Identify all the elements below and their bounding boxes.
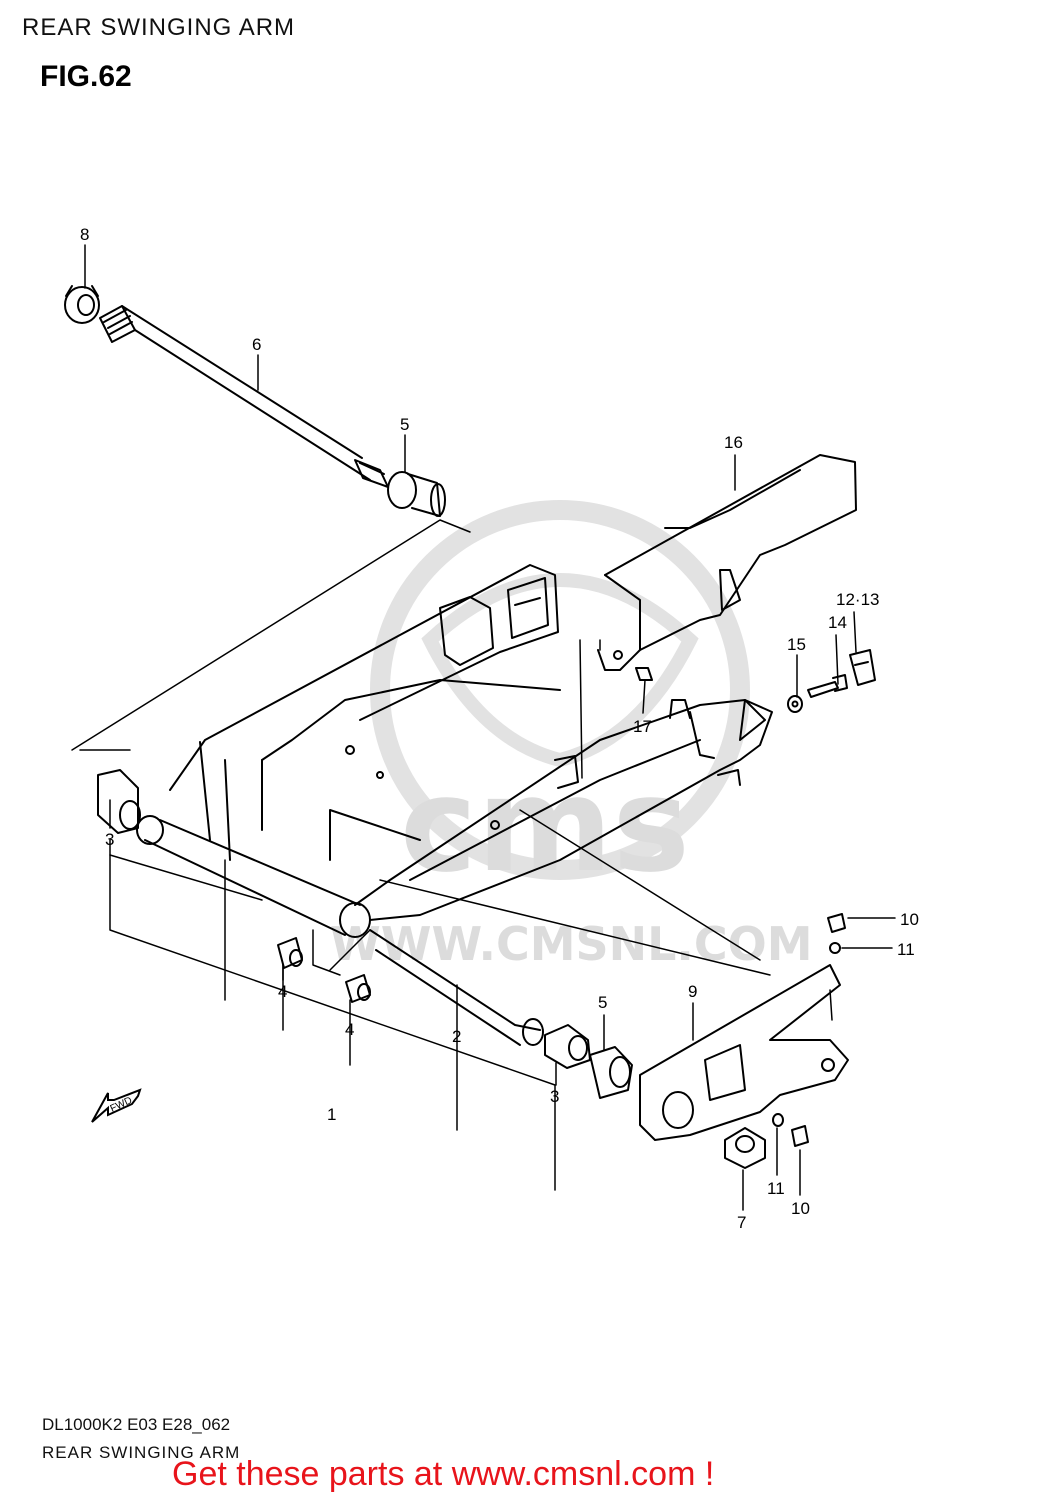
callouts: 8 6 5 16 12·13 14 15 17 3 10 11 9 4 4 2 … bbox=[80, 225, 919, 1232]
callout-6: 6 bbox=[252, 335, 261, 354]
washer-part-15 bbox=[787, 695, 803, 713]
chain-case-part-16 bbox=[597, 454, 857, 671]
spacer-part-5-bottom bbox=[589, 1046, 633, 1099]
washer-part-11-top bbox=[829, 942, 841, 954]
page-title: REAR SWINGING ARM bbox=[22, 14, 296, 41]
swingarm-part-1 bbox=[136, 564, 773, 938]
callout-10-top: 10 bbox=[900, 910, 919, 929]
bearing-part-4-b bbox=[345, 974, 371, 1003]
callout-4-a: 4 bbox=[278, 982, 287, 1001]
bearing-part-4-a bbox=[277, 937, 303, 969]
pivot-shaft-part-6 bbox=[99, 305, 389, 488]
callout-5-top: 5 bbox=[400, 415, 409, 434]
callout-4-b: 4 bbox=[345, 1020, 354, 1039]
callout-3-top: 3 bbox=[105, 830, 114, 849]
bolt-part-10-bottom bbox=[791, 1125, 809, 1147]
leader-lines bbox=[84, 244, 896, 1211]
fwd-label: FWD bbox=[109, 1095, 134, 1115]
callout-11-bottom: 11 bbox=[767, 1179, 785, 1198]
clip-part-12-13 bbox=[849, 649, 876, 686]
callout-14: 14 bbox=[828, 613, 847, 632]
spacer-part-5-top bbox=[387, 471, 446, 517]
callout-9: 9 bbox=[688, 982, 697, 1001]
bracket-part-9 bbox=[639, 964, 849, 1141]
fwd-arrow-icon: FWD bbox=[91, 1088, 142, 1123]
washer-part-11-bottom bbox=[772, 1113, 784, 1127]
callout-17: 17 bbox=[633, 717, 652, 736]
callout-2: 2 bbox=[452, 1027, 461, 1046]
footer-title: REAR SWINGING ARM bbox=[42, 1443, 241, 1462]
callout-7: 7 bbox=[737, 1213, 746, 1232]
nut-part-8 bbox=[64, 285, 100, 324]
figure-number: FIG.62 bbox=[40, 60, 132, 93]
callout-12-13: 12·13 bbox=[836, 590, 879, 609]
screw-part-17 bbox=[635, 667, 653, 681]
diagram-code: DL1000K2 E03 E28_062 bbox=[42, 1415, 231, 1434]
watermark-url: WWW.CMSNL.COM bbox=[330, 917, 813, 971]
callout-8: 8 bbox=[80, 225, 89, 244]
cta-link[interactable]: Get these parts at www.cmsnl.com ! bbox=[172, 1455, 715, 1493]
bolt-part-14 bbox=[807, 674, 848, 698]
bushing-part-3-bottom bbox=[544, 1024, 591, 1069]
callout-10-bottom: 10 bbox=[791, 1199, 810, 1218]
bolt-part-10-top bbox=[827, 913, 846, 933]
bushing-part-3-top bbox=[97, 769, 141, 834]
callout-11-top: 11 bbox=[897, 940, 915, 959]
callout-15: 15 bbox=[787, 635, 806, 654]
callout-16: 16 bbox=[724, 433, 743, 452]
pivot-pipe-part-2 bbox=[369, 929, 544, 1046]
callout-1: 1 bbox=[327, 1105, 336, 1124]
callout-5-bottom: 5 bbox=[598, 993, 607, 1012]
callout-3-bottom: 3 bbox=[550, 1087, 559, 1106]
nut-part-7 bbox=[724, 1127, 766, 1169]
